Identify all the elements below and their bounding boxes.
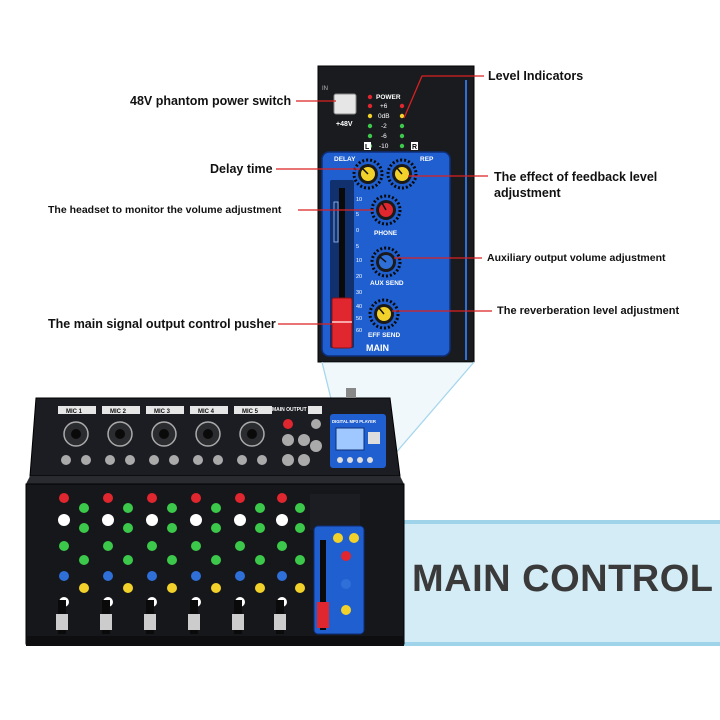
callout-phantom-switch: 48V phantom power switch bbox=[130, 94, 292, 108]
aux-send-label: AUX SEND bbox=[370, 280, 404, 287]
svg-text:40: 40 bbox=[356, 304, 362, 310]
svg-text:10: 10 bbox=[356, 197, 362, 203]
svg-text:20: 20 bbox=[356, 274, 362, 280]
rep-label: REP bbox=[420, 156, 434, 163]
banner-title: MAIN CONTROL bbox=[412, 558, 714, 600]
left-channel-label: L bbox=[365, 144, 370, 151]
mp3-player-label: DIGITAL MP3 PLAYER bbox=[332, 419, 376, 424]
fader-scale: 10 5 0 5 10 20 30 40 50 60 bbox=[356, 197, 362, 334]
fader-track bbox=[339, 188, 345, 344]
phone-label: PHONE bbox=[374, 230, 398, 237]
power-label: POWER bbox=[376, 94, 401, 101]
callout-level-indicators: Level Indicators bbox=[488, 69, 584, 83]
channel-strips bbox=[56, 493, 305, 634]
main-label: MAIN bbox=[366, 343, 389, 353]
mic-input-strip: MIC 1 MIC 2 MIC 3 MIC 4 MIC 5 bbox=[58, 406, 272, 465]
callout-main-pusher: The main signal output control pusher bbox=[48, 317, 276, 331]
aux-send-knob[interactable] bbox=[370, 246, 402, 278]
svg-text:MIC 2: MIC 2 bbox=[110, 409, 127, 415]
main-fader-knob[interactable] bbox=[331, 297, 353, 349]
level-label: +6 bbox=[380, 103, 388, 110]
eff-send-label: EFF SEND bbox=[368, 332, 400, 339]
callout-aux-output: Auxiliary output volume adjustment bbox=[487, 252, 666, 264]
svg-text:10: 10 bbox=[356, 258, 362, 264]
eff-send-knob[interactable] bbox=[368, 298, 400, 330]
main-control-banner: MAIN CONTROL bbox=[392, 520, 720, 646]
right-channel-label: R bbox=[412, 144, 417, 151]
svg-text:30: 30 bbox=[356, 290, 362, 296]
svg-text:0: 0 bbox=[356, 228, 359, 234]
callout-feedback-level: The effect of feedback level adjustment bbox=[494, 170, 658, 200]
svg-text:MIC 4: MIC 4 bbox=[198, 409, 215, 415]
main-output-label: MAIN OUTPUT bbox=[272, 407, 307, 413]
svg-text:50: 50 bbox=[356, 316, 362, 322]
phone-knob[interactable] bbox=[370, 194, 402, 226]
plus48v-label: +48V bbox=[336, 121, 353, 128]
rep-knob[interactable] bbox=[386, 158, 418, 190]
svg-text:60: 60 bbox=[356, 328, 362, 334]
svg-text:MIC 5: MIC 5 bbox=[242, 409, 259, 415]
level-label: -6 bbox=[381, 133, 387, 140]
svg-text:5: 5 bbox=[356, 244, 359, 250]
level-label: 0dB bbox=[378, 113, 390, 120]
svg-text:MIC 1: MIC 1 bbox=[66, 409, 83, 415]
svg-text:MIC 3: MIC 3 bbox=[154, 409, 171, 415]
level-label: -2 bbox=[381, 123, 387, 130]
callout-headset-volume: The headset to monitor the volume adjust… bbox=[48, 204, 282, 216]
mixer-main-fader bbox=[317, 602, 329, 628]
mp3-display bbox=[335, 427, 365, 451]
svg-text:5: 5 bbox=[356, 212, 359, 218]
callout-reverb-level: The reverberation level adjustment bbox=[497, 305, 680, 317]
svg-text:IN: IN bbox=[322, 86, 328, 92]
delay-label: DELAY bbox=[334, 156, 356, 163]
callout-delay-time: Delay time bbox=[210, 162, 273, 176]
delay-knob[interactable] bbox=[352, 158, 384, 190]
level-label: -10 bbox=[379, 143, 389, 150]
phantom-switch[interactable] bbox=[333, 93, 357, 115]
